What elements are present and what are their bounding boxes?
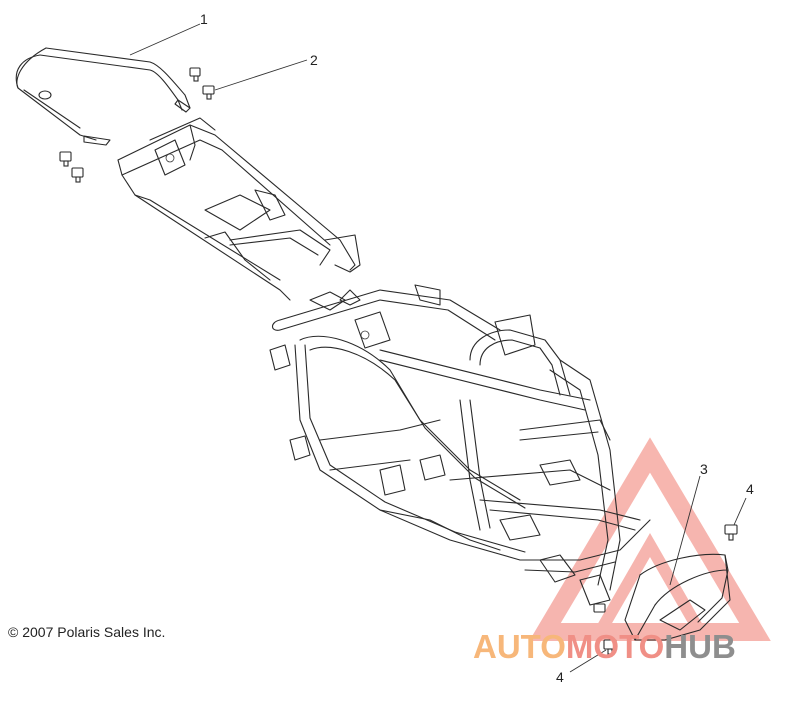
bolt-pair-left bbox=[59, 151, 84, 183]
leader-line-4b bbox=[569, 649, 607, 673]
callout-4-upper: 4 bbox=[746, 481, 754, 497]
leader-line-4a bbox=[733, 497, 747, 526]
watermark-part-hub: HUB bbox=[664, 628, 736, 665]
leader-line-1 bbox=[129, 23, 201, 56]
leader-line-3 bbox=[669, 475, 701, 586]
callout-1: 1 bbox=[200, 11, 208, 27]
callout-2: 2 bbox=[310, 52, 318, 68]
leader-line-2 bbox=[214, 59, 308, 91]
callout-4-lower: 4 bbox=[556, 669, 564, 685]
front-bracket-part bbox=[624, 553, 731, 641]
main-frame bbox=[269, 284, 651, 606]
bolt-part-4-lower bbox=[603, 639, 617, 655]
bolt-pair-upper bbox=[189, 67, 215, 100]
watermark-part-auto: AUTO bbox=[473, 628, 566, 665]
copyright-text: © 2007 Polaris Sales Inc. bbox=[8, 624, 166, 640]
bolt-part-4-upper bbox=[724, 524, 738, 541]
callout-3: 3 bbox=[700, 461, 708, 477]
watermark-triangle bbox=[529, 437, 771, 641]
watermark-part-moto: MOTO bbox=[565, 628, 665, 665]
bolt-middle bbox=[593, 603, 606, 613]
rear-subframe bbox=[117, 117, 361, 301]
watermark-logo: AUTOMOTOHUB bbox=[473, 628, 736, 666]
rear-rack-part bbox=[15, 47, 191, 146]
